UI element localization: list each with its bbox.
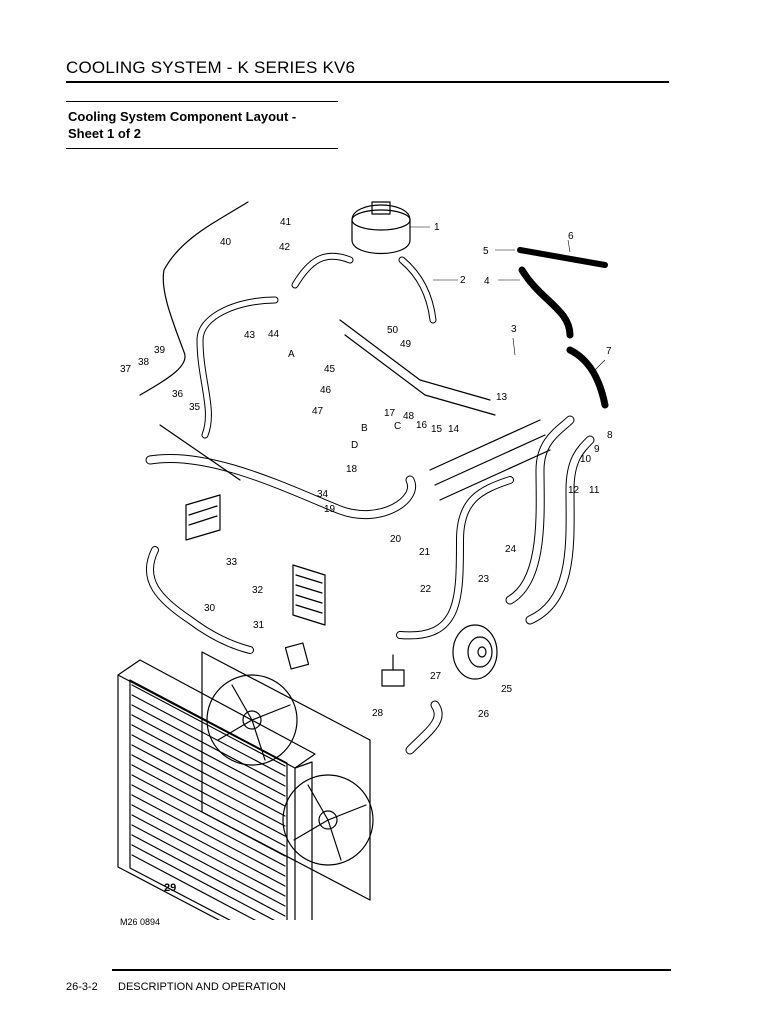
callout-49: 49 — [400, 339, 412, 350]
callout-13: 13 — [496, 392, 508, 403]
figure-code: M26 0894 — [120, 917, 161, 927]
callout-50: 50 — [387, 325, 399, 336]
radiator-drawing — [117, 659, 316, 920]
callout-letter-a: A — [288, 349, 295, 360]
heater-matrix-drawing — [185, 494, 221, 541]
callout-9: 9 — [594, 444, 600, 455]
callout-6: 6 — [568, 231, 574, 242]
section-title-line-1: Cooling System Component Layout - — [68, 109, 297, 124]
callout-42: 42 — [279, 242, 291, 253]
callout-2: 2 — [460, 275, 466, 286]
callout-39: 39 — [154, 345, 166, 356]
callout-15: 15 — [431, 424, 443, 435]
callout-36: 36 — [172, 389, 184, 400]
callout-4: 4 — [484, 276, 490, 287]
callout-3: 3 — [511, 324, 517, 335]
callout-letter-c: C — [394, 421, 401, 432]
callout-8: 8 — [607, 430, 613, 441]
callout-25: 25 — [501, 684, 513, 695]
footer-rule — [112, 969, 671, 971]
callout-47: 47 — [312, 406, 324, 417]
connector-drawing — [381, 654, 405, 687]
callout-19: 19 — [324, 504, 336, 515]
callout-26: 26 — [478, 709, 490, 720]
header-rule — [66, 81, 669, 83]
oil-cooler-drawing — [292, 564, 326, 626]
callout-7: 7 — [606, 346, 612, 357]
callout-41: 41 — [280, 217, 292, 228]
callout-27: 27 — [430, 671, 442, 682]
callout-48: 48 — [403, 411, 415, 422]
callout-17: 17 — [384, 408, 396, 419]
callout-28: 28 — [372, 708, 384, 719]
callout-14: 14 — [448, 424, 460, 435]
section-title-line-2: Sheet 1 of 2 — [68, 126, 141, 141]
callout-23: 23 — [478, 574, 490, 585]
hose-drawings — [139, 201, 609, 755]
sensor-drawing — [284, 642, 310, 670]
section-title: Cooling System Component Layout - Sheet … — [68, 108, 296, 142]
callout-letter-b: B — [361, 423, 368, 434]
callout-35: 35 — [189, 402, 201, 413]
callout-37: 37 — [120, 364, 132, 375]
callout-16: 16 — [416, 420, 428, 431]
callout-30: 30 — [204, 603, 216, 614]
callout-29: 29 — [164, 882, 176, 894]
callout-21: 21 — [419, 547, 431, 558]
callout-40: 40 — [220, 237, 232, 248]
callout-43: 43 — [244, 330, 256, 341]
callout-33: 33 — [226, 557, 238, 568]
expansion-tank-drawing — [351, 201, 411, 255]
callout-12: 12 — [568, 485, 580, 496]
callout-24: 24 — [505, 544, 517, 555]
callout-1: 1 — [434, 222, 440, 233]
callout-10: 10 — [580, 454, 592, 465]
callout-46: 46 — [320, 385, 332, 396]
section-rule-bottom — [66, 148, 338, 149]
callout-44: 44 — [268, 329, 280, 340]
callout-34: 34 — [317, 489, 329, 500]
callout-32: 32 — [252, 585, 264, 596]
callout-5: 5 — [483, 246, 489, 257]
footer-section-text: DESCRIPTION AND OPERATION — [118, 981, 286, 993]
section-rule-top — [66, 101, 338, 102]
callout-38: 38 — [138, 357, 150, 368]
footer-page-number: 26-3-2 — [66, 981, 98, 993]
callout-22: 22 — [420, 584, 432, 595]
callout-18: 18 — [346, 464, 358, 475]
page-header-title: COOLING SYSTEM - K SERIES KV6 — [66, 58, 356, 77]
water-pump-pulley-drawing — [452, 624, 498, 680]
callout-letter-d: D — [351, 440, 358, 451]
callout-31: 31 — [253, 620, 265, 631]
callout-11: 11 — [589, 485, 600, 496]
callout-45: 45 — [324, 364, 336, 375]
fan-shroud-drawing — [201, 651, 374, 901]
callout-20: 20 — [390, 534, 402, 545]
cooling-system-diagram: 1 2 3 4 5 6 7 8 9 10 11 12 13 14 15 16 1… — [117, 201, 613, 920]
